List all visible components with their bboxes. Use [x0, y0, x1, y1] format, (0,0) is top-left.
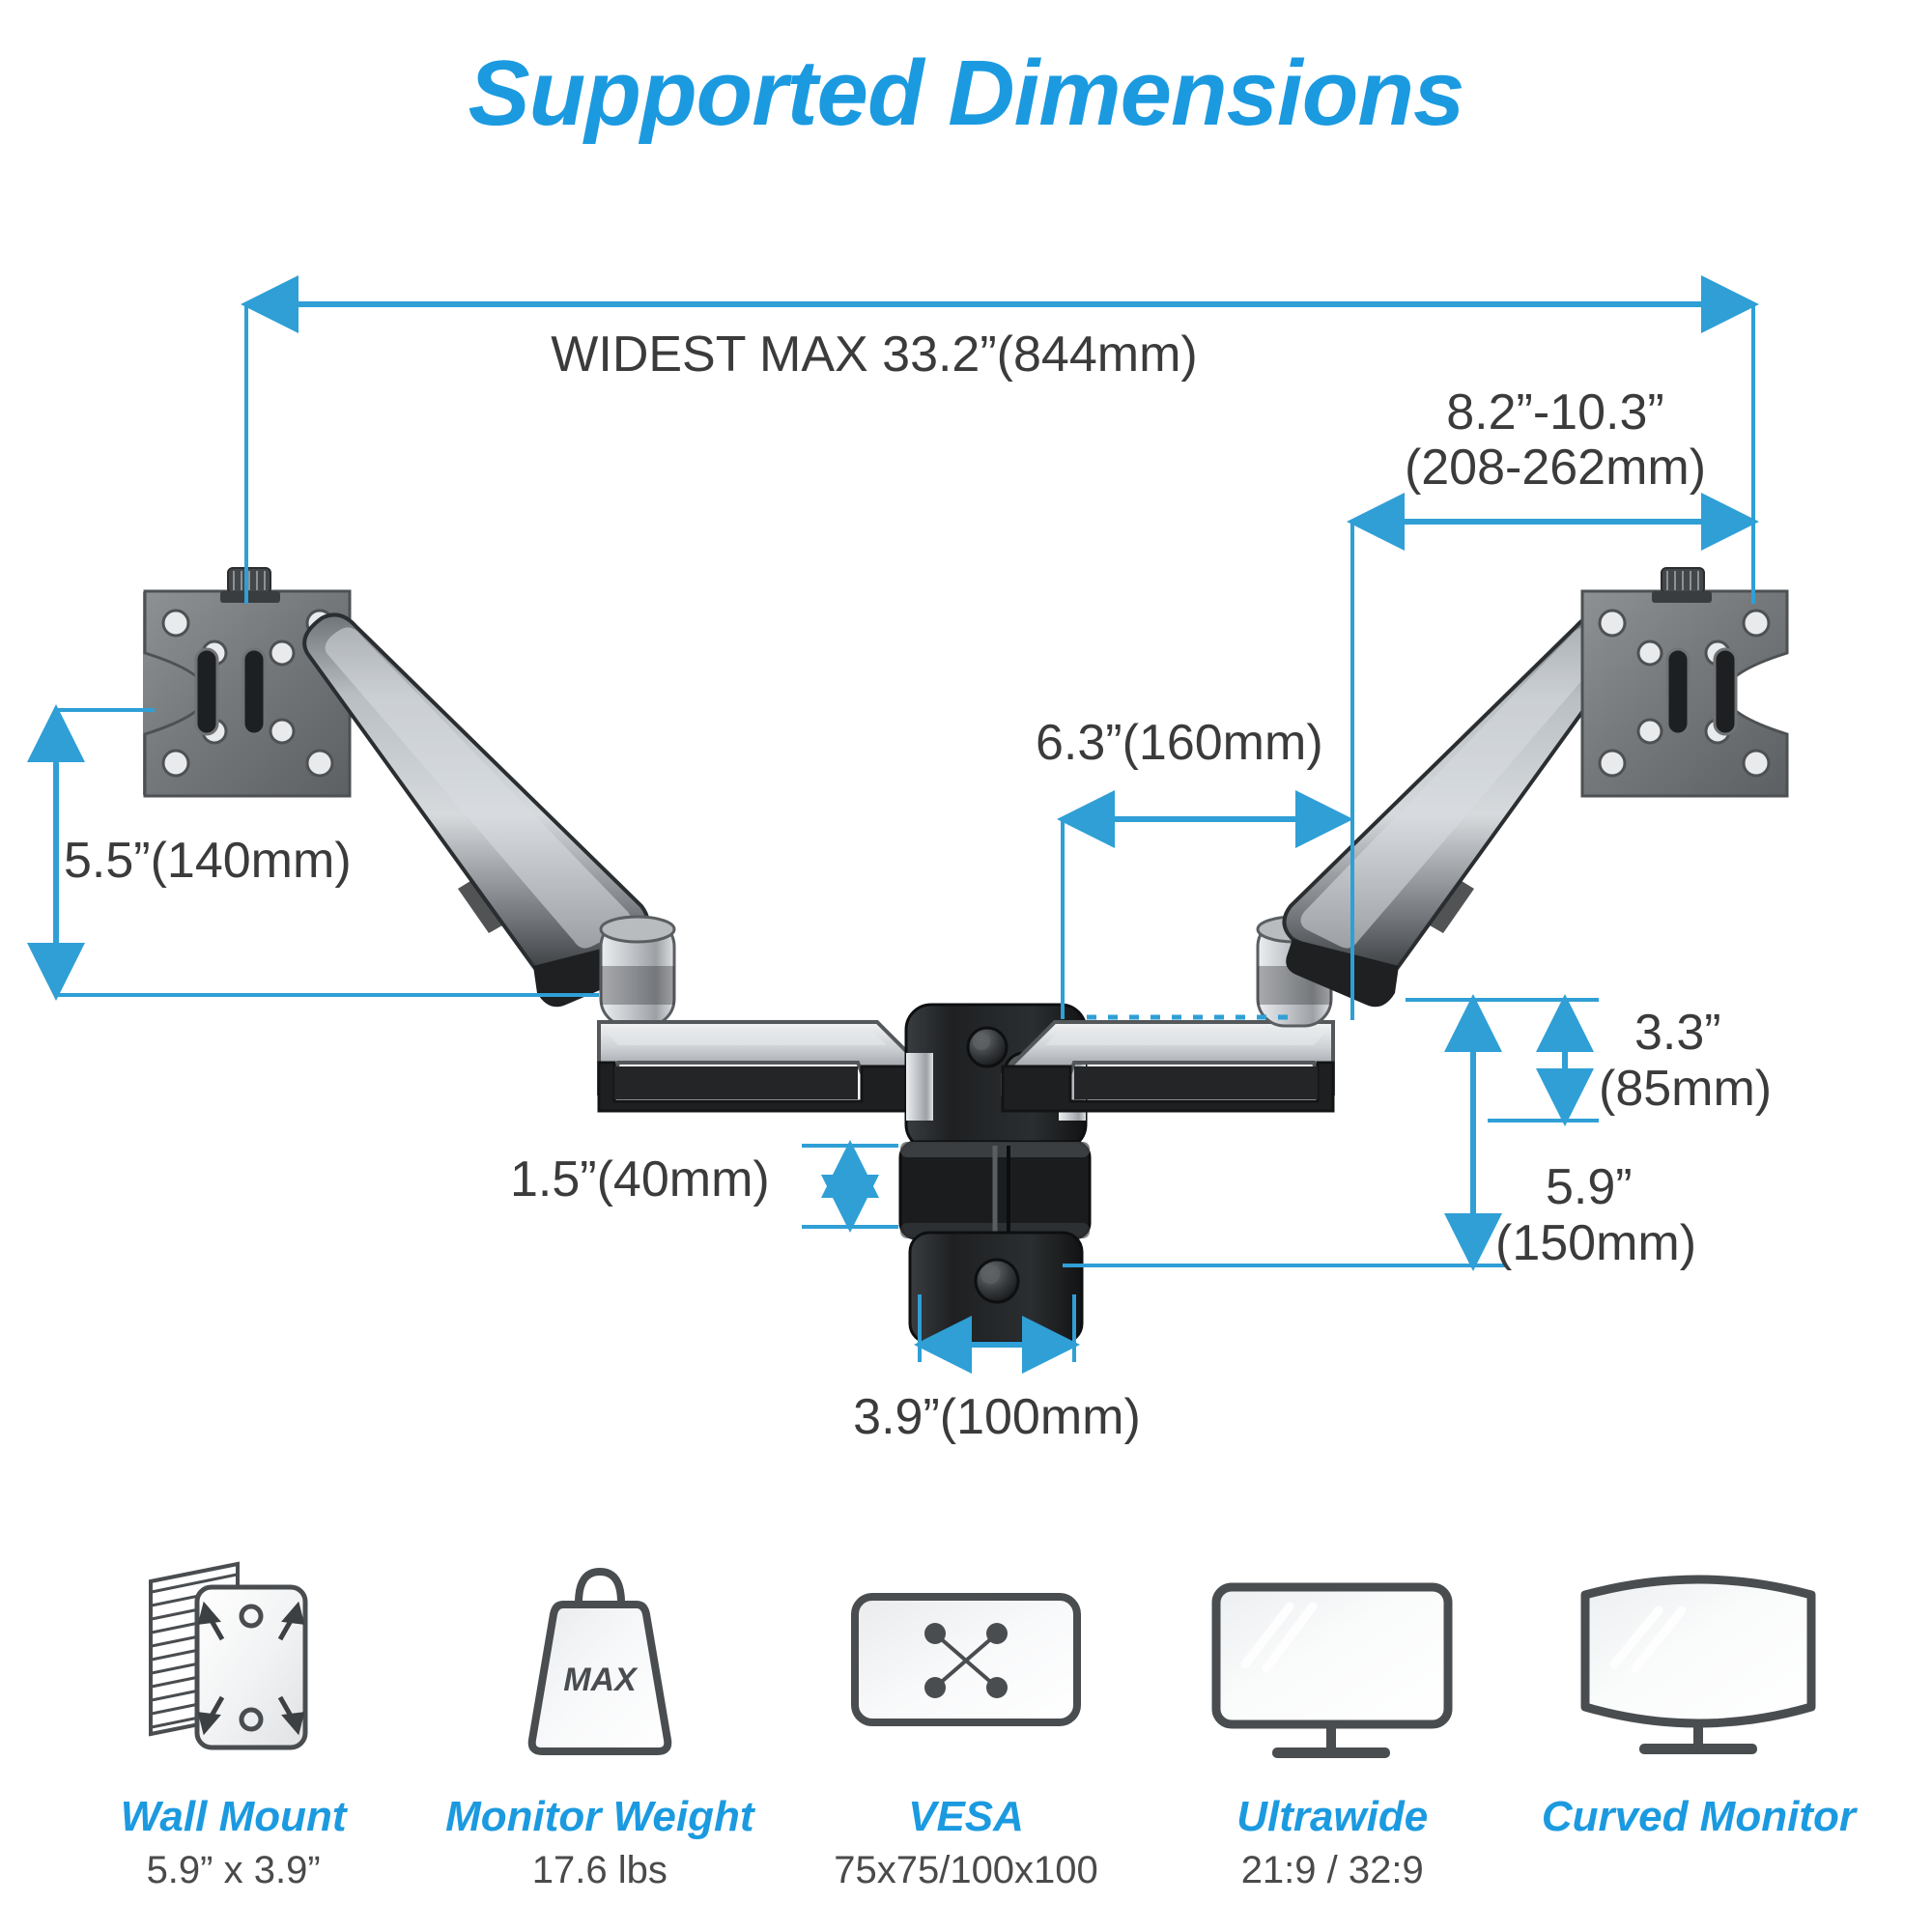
feature-monitor-weight: MAX Monitor Weight 17.6 lbs — [416, 1555, 782, 1892]
wall-mount-icon — [129, 1555, 337, 1777]
dimension-lines — [27, 275, 1759, 1374]
right-vesa-plate — [1580, 567, 1789, 798]
page-title: Supported Dimensions — [468, 42, 1465, 145]
dim-label-reach-inches: 8.2”-10.3” — [1446, 384, 1664, 440]
dim-label-drop-large-inches: 5.9” — [1546, 1159, 1633, 1215]
feature-sub-vesa: 75x75/100x100 — [834, 1848, 1098, 1891]
left-lower-arm — [597, 1020, 931, 1113]
feature-vesa: VESA 75x75/100x100 — [782, 1555, 1149, 1892]
feature-row: Wall Mount 5.9” x 3.9” — [0, 1555, 1932, 1932]
dim-label-drop-small-inches: 3.3” — [1634, 1005, 1721, 1061]
feature-wall-mount: Wall Mount 5.9” x 3.9” — [50, 1555, 416, 1892]
weight-icon: MAX — [503, 1555, 696, 1777]
feature-title-ultrawide: Ultrawide — [1236, 1793, 1429, 1840]
weight-icon-max-label: MAX — [563, 1662, 639, 1698]
feature-title-monitor-weight: Monitor Weight — [445, 1793, 754, 1840]
dim-label-reach-mm: (208-262mm) — [1404, 440, 1707, 496]
dim-label-arm-segment: 6.3”(160mm) — [1036, 715, 1323, 771]
dim-label-widest-max: WIDEST MAX 33.2”(844mm) — [551, 327, 1198, 383]
right-gas-spring-arm — [1282, 612, 1630, 1008]
feature-sub-monitor-weight: 17.6 lbs — [531, 1848, 668, 1891]
right-lower-arm — [1001, 1020, 1335, 1113]
curved-monitor-icon — [1568, 1555, 1829, 1777]
feature-title-curved-monitor: Curved Monitor — [1541, 1793, 1856, 1840]
vesa-icon — [845, 1555, 1087, 1777]
feature-title-vesa: VESA — [908, 1793, 1024, 1840]
feature-title-wall-mount: Wall Mount — [120, 1793, 347, 1840]
dim-label-plate-width: 3.9”(100mm) — [853, 1389, 1141, 1445]
ultrawide-monitor-icon — [1207, 1555, 1458, 1777]
dim-label-plate-thickness: 1.5”(40mm) — [510, 1151, 770, 1208]
dim-label-drop-small-mm: (85mm) — [1599, 1061, 1773, 1117]
feature-sub-ultrawide: 21:9 / 32:9 — [1240, 1848, 1424, 1891]
left-vesa-plate — [143, 567, 352, 798]
dim-label-drop-large-mm: (150mm) — [1495, 1215, 1697, 1271]
feature-ultrawide: Ultrawide 21:9 / 32:9 — [1150, 1555, 1516, 1892]
left-gas-spring-arm — [302, 612, 650, 1008]
feature-curved-monitor: Curved Monitor — [1516, 1555, 1882, 1848]
dim-label-head-height: 5.5”(140mm) — [64, 833, 352, 889]
left-elbow-joint — [599, 915, 676, 1028]
center-wall-mount-hub — [898, 1003, 1092, 1345]
feature-sub-wall-mount: 5.9” x 3.9” — [146, 1848, 321, 1891]
